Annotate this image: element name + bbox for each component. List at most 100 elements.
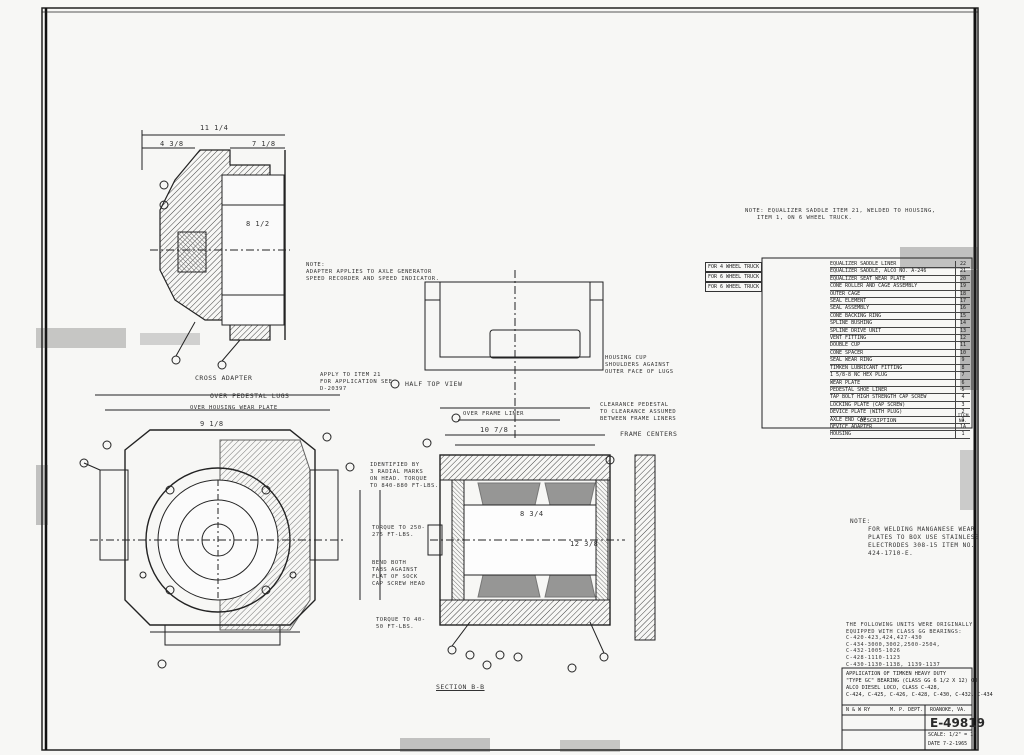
bom-item-no: 1 [955, 431, 970, 438]
bom-row: PEDESTAL SHOE LINER 5 [830, 386, 970, 395]
bom-item-no: 5 [955, 386, 970, 394]
title-block-frame [841, 667, 973, 751]
bom-description: LOCKING PLATE (CAP SCREW) [830, 401, 906, 408]
frame-liner-label: OVER FRAME LINER [463, 411, 524, 417]
bom-item-no: 15 [955, 312, 970, 320]
bom-description: CONE BACKING RING [830, 312, 882, 319]
bom-item-no: 4 [955, 394, 970, 401]
bom-item-no: 18 [955, 290, 970, 298]
bom-item-no: 7 [955, 372, 970, 379]
bom-description: EQUALIZER SEAT WEAR PLATE [830, 275, 906, 282]
torque2-note: TORQUE TO 40-50 FT-LBS. [376, 617, 426, 630]
bom-row: DEVICE PLATE (WITH PLUG)2 [830, 409, 970, 417]
bom-item-header: ITEM NO. [957, 414, 969, 424]
bom-row: EQUALIZER SADDLE LINER 22 [830, 261, 970, 269]
bom-item-no: 13 [955, 327, 970, 335]
cross-adapter-view [141, 130, 290, 370]
sheet-border [41, 7, 979, 751]
dim-width: 9 1/8 [200, 420, 224, 428]
bom-description: OUTER CAGE [830, 290, 861, 297]
bom-item-no: 8 [955, 364, 970, 372]
bom-desc-header: DESCRIPTION [860, 418, 897, 424]
bom-description: TAP BOLT HIGH STRENGTH CAP SCREW [830, 394, 927, 401]
bom-row: LOCKING PLATE (CAP SCREW) 3 [830, 401, 970, 410]
bom-item-no: 9 [955, 357, 970, 364]
bom-row: HOUSING 1 [830, 431, 970, 439]
bom-description: CONE SPACER [830, 349, 864, 356]
cross-adapter-title: CROSS ADAPTER [195, 374, 253, 382]
bom-frame [761, 257, 973, 429]
bom-item-no: 3 [955, 401, 970, 409]
bom-description: EQUALIZER SADDLE, ALCO NO. A-246 [830, 268, 927, 275]
bom-description: DEVICE ADAPTER [830, 423, 873, 430]
bom-description: SPLINE DRIVE UNIT [830, 327, 882, 334]
bom-description: SEAL ASSEMBLY [830, 305, 870, 312]
bom-item-no: 17 [955, 298, 970, 305]
bom-row: SPLINE BUSHING 14 [830, 320, 970, 328]
drawing-number: E-49819 [930, 716, 985, 730]
title-application: APPLICATION OF TIMKEN HEAVY DUTY"TYPE GC… [846, 671, 993, 698]
bom-item-no: 19 [955, 283, 970, 290]
bom-description: DOUBLE CUP [830, 342, 861, 349]
bom-description: HOUSING [830, 431, 852, 438]
bom-description: EQUALIZER SADDLE LINER [830, 261, 897, 267]
dim-left: 4 3/8 [160, 140, 184, 148]
scan-smudges [36, 247, 978, 752]
bom-description: VENT FITTING [830, 335, 867, 342]
bom-description: CONE ROLLER AND CAGE ASSEMBLY [830, 283, 918, 290]
bom-row: TAP BOLT HIGH STRENGTH CAP SCREW 4 [830, 394, 970, 402]
bom-row: CONE SPACER 10 [830, 349, 970, 358]
bom-item-no: 14 [955, 320, 970, 327]
bom-description: PEDESTAL SHOE LINER [830, 386, 888, 393]
housing-front-view [79, 394, 381, 669]
bom-description: SEAL ELEMENT [830, 298, 867, 305]
dim-section: 10 7/8 [480, 426, 509, 434]
bom-item-no: 10 [955, 349, 970, 357]
bom-row: VENT FITTING 12 [830, 335, 970, 343]
title-date: DATE 7-2-1965 [928, 741, 968, 747]
torque1-note: TORQUE TO 250-275 FT-LBS. [372, 525, 426, 538]
bom-item-no: 22 [955, 261, 970, 268]
bom-item-no: 11 [955, 342, 970, 349]
dim-overall: 11 1/4 [200, 124, 229, 132]
bom-description: AXLE END CAP [830, 416, 867, 423]
title-city: ROANOKE, VA. [930, 707, 967, 713]
bom-row: CONE BACKING RING 15 [830, 312, 970, 321]
apply-item-label: APPLY TO ITEM 21 FOR APPLICATION SEE D-2… [320, 372, 393, 392]
truck-rows: FOR 4 WHEEL TRUCK FOR 6 WHEEL TRUCK FOR … [705, 262, 763, 292]
bom-item-no: 12 [955, 335, 970, 342]
section-bb [390, 379, 656, 673]
bom-description: SPLINE BUSHING [830, 320, 873, 327]
half-top-view [424, 270, 604, 440]
section-title: SECTION B-B [436, 683, 485, 691]
bom-description: DEVICE PLATE (WITH PLUG) [830, 409, 903, 416]
title-dept: M. P. DEPT. [890, 707, 924, 713]
bom-item-no: 21 [955, 268, 970, 275]
bom-description: SEAL WEAR RING [830, 357, 873, 364]
dim-spacing: 12 3/8 [570, 540, 599, 548]
bom-row: SPLINE DRIVE UNIT 13 [830, 327, 970, 336]
bom-row: SEAL WEAR RING 9 [830, 357, 970, 365]
bom-row: SEAL ELEMENT 17 [830, 298, 970, 306]
frame-centers-label: FRAME CENTERS [620, 430, 678, 438]
bom-description: WEAR PLATE [830, 379, 861, 386]
over-pedestal-label: OVER PEDESTAL LUGS [210, 392, 290, 400]
title-scale: SCALE: 1/2" = 1" [928, 732, 977, 738]
